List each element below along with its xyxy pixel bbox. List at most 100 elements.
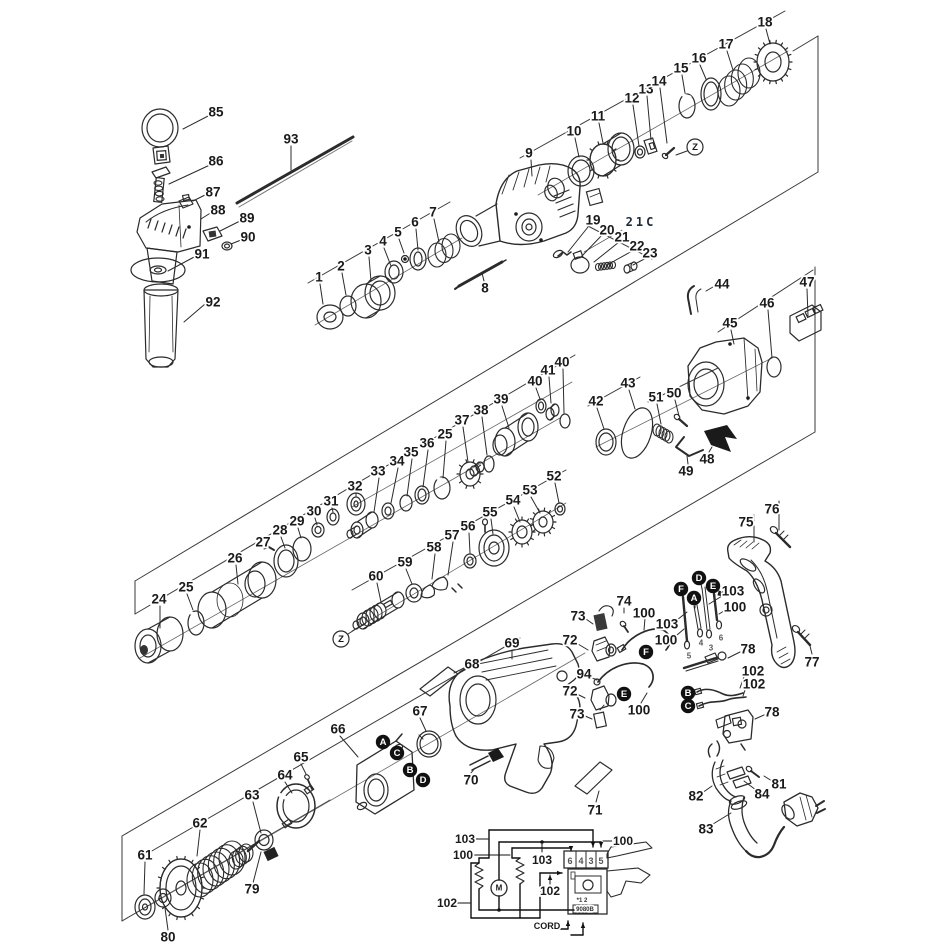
part-ellipse (282, 789, 310, 823)
part-label-76: 76 (764, 502, 780, 517)
part-label-12: *1 2 (577, 898, 588, 904)
part-poly (202, 226, 223, 242)
part-label-23: 23 (642, 246, 658, 261)
part-label-5: 5 (598, 856, 603, 866)
part-label-86: 86 (208, 154, 224, 169)
part-label-74: 74 (616, 594, 632, 609)
leader-line (481, 272, 485, 282)
part-label-21: 21 (614, 230, 630, 245)
part-poly (515, 857, 525, 885)
part-label-67: 67 (412, 704, 427, 719)
part-line (733, 539, 742, 546)
part-poly (152, 145, 171, 165)
part-ellipse (478, 529, 510, 567)
part-poly (557, 251, 572, 257)
part-poly (715, 714, 732, 729)
part-label-103: 103 (656, 617, 679, 632)
ref-letter-B: B (407, 765, 414, 776)
part-ellipse (521, 417, 535, 437)
part-rect (812, 303, 824, 315)
part-line (246, 839, 261, 853)
part-line (745, 541, 754, 549)
part-ellipse (143, 283, 179, 297)
part-label-16: 16 (691, 51, 707, 66)
leader-line (763, 775, 773, 782)
part-line (553, 189, 570, 197)
part-path (598, 605, 614, 617)
part-line (743, 337, 749, 401)
leader-line (574, 137, 580, 158)
ref-badge-B (402, 762, 418, 778)
part-label-100: 100 (655, 633, 678, 648)
part-line (168, 224, 173, 235)
leader-line (314, 517, 318, 526)
leader-line (659, 87, 668, 144)
frame-line (134, 171, 819, 582)
arrowhead (575, 905, 581, 911)
part-poly (574, 761, 613, 795)
part-path (696, 688, 744, 697)
part-ellipse (405, 583, 423, 603)
part-ellipse (683, 640, 691, 650)
part-label-48: 48 (699, 452, 715, 467)
part-ellipse (388, 264, 400, 280)
part-rect (382, 599, 394, 609)
part-ellipse (559, 413, 571, 429)
part-line (750, 770, 760, 778)
part-line (481, 657, 553, 673)
part-label-10: 10 (566, 124, 581, 139)
gear-ring (511, 519, 533, 545)
part-ellipse (598, 432, 614, 452)
part-ellipse (400, 254, 410, 264)
part-ellipse (570, 256, 590, 274)
part-path (597, 662, 654, 688)
part-ellipse (552, 249, 564, 259)
part-path (727, 800, 747, 852)
ref-badge-F (673, 581, 689, 597)
part-ellipse (414, 485, 430, 505)
part-label-3: 3 (709, 644, 714, 653)
part-ellipse (165, 865, 197, 911)
part-ellipse (515, 212, 543, 242)
leader-line (530, 159, 533, 177)
part-label-43: 43 (620, 376, 636, 391)
shape (147, 650, 171, 664)
part-label-90: 90 (240, 230, 255, 245)
shape (473, 461, 481, 467)
part-line (457, 583, 463, 589)
part-ellipse (326, 508, 340, 526)
part-ellipse (619, 620, 627, 628)
leader-line (252, 851, 262, 884)
part-label-32: 32 (347, 479, 362, 494)
ref-badge-B (680, 685, 696, 701)
part-label-73: 73 (569, 707, 585, 722)
leader-line (415, 228, 419, 251)
part-label-91: 91 (194, 247, 210, 262)
part-label-49: 49 (678, 464, 693, 479)
part-label-102: 102 (743, 677, 766, 692)
part-label-22: 22 (629, 239, 644, 254)
part-ellipse (516, 525, 528, 539)
spring-coil (600, 262, 608, 271)
part-label-4: 4 (379, 234, 387, 249)
arrowhead (565, 921, 571, 927)
spring-coil (603, 261, 611, 270)
part-ellipse (620, 407, 654, 459)
leader-line (468, 532, 471, 554)
part-line (555, 196, 572, 204)
leader-line (593, 241, 620, 263)
part-label-88: 88 (210, 203, 226, 218)
part-ellipse (140, 645, 148, 655)
part-label-93: 93 (283, 132, 299, 147)
part-label-63: 63 (244, 788, 260, 803)
leader-line (640, 692, 648, 704)
part-label-102: 102 (540, 884, 560, 898)
leader-line (628, 389, 636, 410)
leader-line (632, 104, 640, 147)
part-label-27: 27 (255, 535, 270, 550)
frame-line (717, 269, 814, 333)
part-ellipse (146, 113, 174, 143)
part-ellipse (611, 136, 631, 162)
part-label-82: 82 (688, 789, 703, 804)
shape (473, 471, 481, 477)
